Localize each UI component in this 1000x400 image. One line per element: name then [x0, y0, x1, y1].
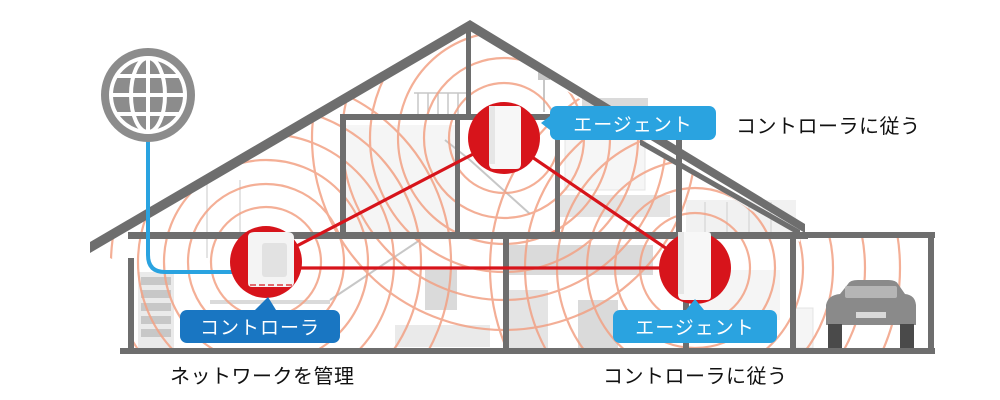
- agent-right-role-label: エージェント: [613, 310, 777, 343]
- car-icon: [826, 280, 916, 348]
- agent-top-label-pointer: [541, 116, 550, 130]
- internet-cable: [146, 140, 236, 274]
- controller-label-pointer: [255, 297, 276, 310]
- mesh-links: [265, 136, 696, 270]
- agent-right-node[interactable]: [659, 232, 731, 304]
- router-icon: [248, 232, 294, 287]
- controller-node[interactable]: [230, 226, 302, 298]
- agent-top-caption: コントローラに従う: [736, 114, 921, 138]
- agent-top-role-label: エージェント: [550, 106, 716, 140]
- router-icon: [489, 106, 521, 169]
- globe-icon: [101, 48, 195, 142]
- agent-right-caption: コントローラに従う: [603, 364, 788, 388]
- agent-top-node[interactable]: [468, 102, 540, 174]
- controller-role-label: コントローラ: [180, 310, 340, 343]
- agent-right-label-pointer: [686, 299, 704, 310]
- controller-caption: ネットワークを管理: [170, 364, 355, 388]
- router-icon: [678, 232, 711, 300]
